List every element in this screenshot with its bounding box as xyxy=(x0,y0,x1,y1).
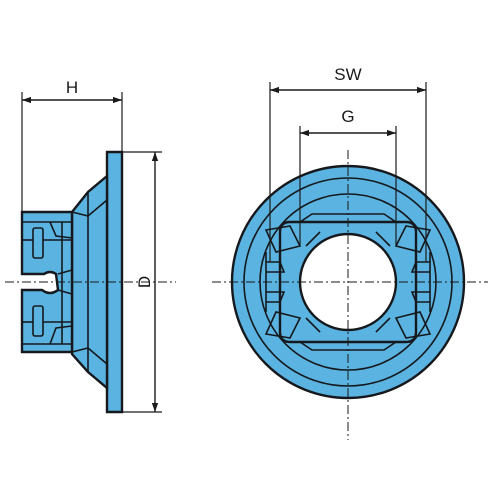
side-view-cone-details xyxy=(71,192,108,372)
dimension-sw-label: SW xyxy=(334,65,361,84)
dimension-g: G xyxy=(299,107,397,246)
dimension-h-label: H xyxy=(66,78,78,97)
side-view-hub-details xyxy=(22,221,73,345)
dimension-d-label: D xyxy=(135,276,154,288)
dimension-d: D xyxy=(122,151,162,413)
dimension-sw: SW xyxy=(269,65,427,262)
dimension-g-label: G xyxy=(341,107,354,126)
dimension-h: H xyxy=(21,78,123,212)
side-view: H D xyxy=(5,78,176,414)
front-view: SW G xyxy=(212,65,488,440)
